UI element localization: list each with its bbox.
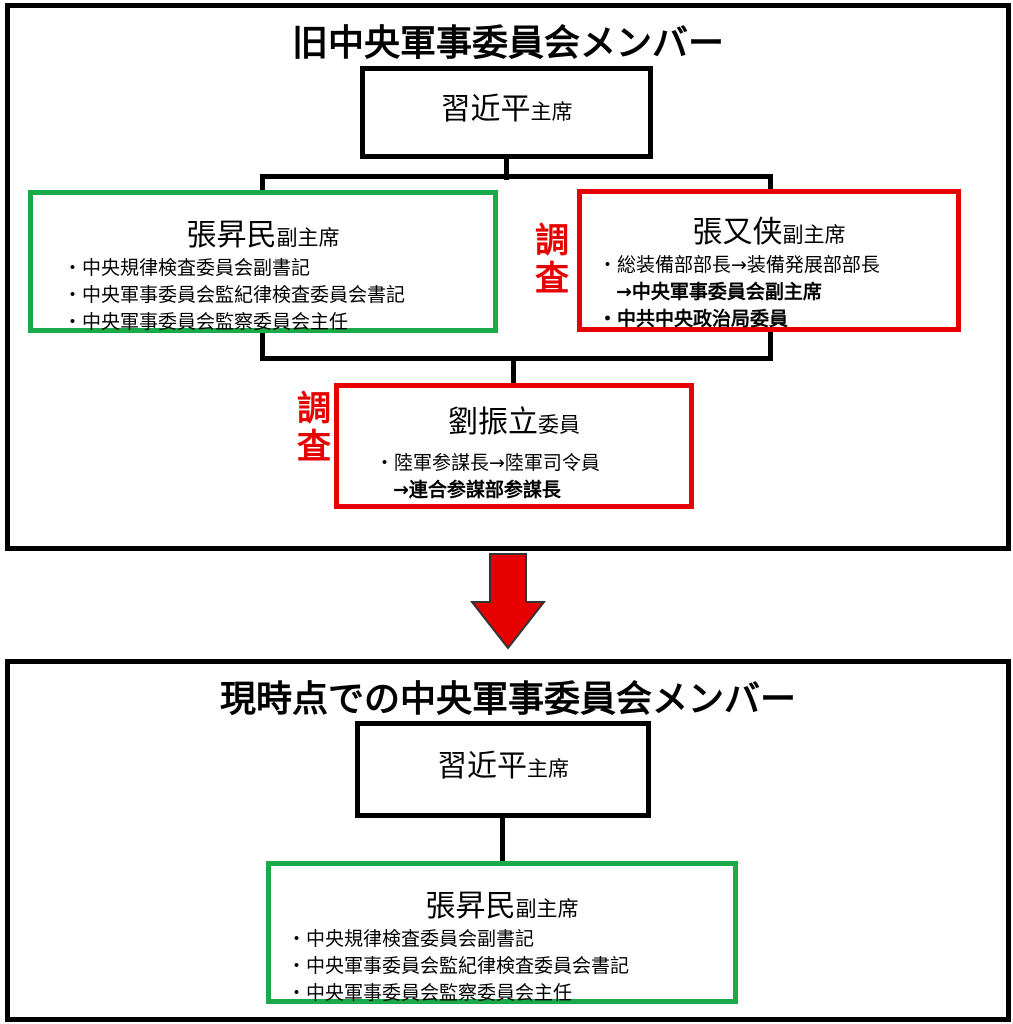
chairman-name: 習近平 xyxy=(437,749,527,784)
old-chairman-box: 習近平主席 xyxy=(360,66,653,159)
current-committee-frame xyxy=(5,659,1011,1022)
chairman-role: 主席 xyxy=(527,757,569,781)
chairman-role: 主席 xyxy=(530,100,573,124)
connector xyxy=(260,331,265,361)
vice1-item: ・中央軍事委員会監紀律検査委員会書記 xyxy=(63,284,406,306)
connector xyxy=(260,174,265,192)
current-committee-title: 現時点での中央軍事委員会メンバー xyxy=(219,679,796,720)
connector xyxy=(500,817,505,863)
connector xyxy=(260,356,773,361)
current-vice-chairman-box: 張昇民副主席 ・中央規律検査委員会副書記 ・中央軍事委員会監紀律検査委員会書記 … xyxy=(266,861,738,1004)
old-committee-title: 旧中央軍事委員会メンバー xyxy=(291,23,724,64)
vice1-name: 張昇民 xyxy=(425,889,516,924)
member-item: ・陸軍参謀長→陸軍司令員 xyxy=(375,452,600,474)
vice1-name: 張昇民 xyxy=(186,218,277,253)
investigation-label: 調査 xyxy=(535,221,569,299)
connector xyxy=(768,174,773,192)
vice2-item: ・中共中央政治局委員 xyxy=(598,308,789,330)
vice1-item: ・中央規律検査委員会副書記 xyxy=(287,928,535,950)
vice2-role: 副主席 xyxy=(782,223,846,247)
member-item: →連合参謀部参謀長 xyxy=(393,479,561,501)
old-member-box: 劉振立委員 ・陸軍参謀長→陸軍司令員 →連合参謀部参謀長 xyxy=(334,383,694,509)
investigation-label: 調査 xyxy=(297,389,331,467)
member-name: 劉振立 xyxy=(448,405,538,440)
vice2-item: →中央軍事委員会副主席 xyxy=(616,281,822,303)
member-role: 委員 xyxy=(538,413,580,437)
connector xyxy=(511,356,516,386)
vice2-item: ・総装備部部長→装備発展部部長 xyxy=(598,254,880,276)
vice1-item: ・中央軍事委員会監察委員会主任 xyxy=(63,311,349,333)
vice1-item: ・中央規律検査委員会副書記 xyxy=(63,257,311,279)
current-chairman-box: 習近平主席 xyxy=(355,721,651,818)
vice1-item: ・中央軍事委員会監紀律検査委員会書記 xyxy=(287,955,630,977)
down-arrow-icon xyxy=(469,553,547,650)
vice2-name: 張又侠 xyxy=(692,215,783,250)
connector xyxy=(504,158,509,180)
vice1-role: 副主席 xyxy=(515,897,579,921)
connector xyxy=(768,331,773,361)
connector xyxy=(260,174,773,179)
old-vice-chairman-2-box: 張又侠副主席 ・総装備部部長→装備発展部部長 →中央軍事委員会副主席 ・中共中央… xyxy=(577,189,961,332)
vice1-item: ・中央軍事委員会監察委員会主任 xyxy=(287,982,573,1004)
old-vice-chairman-1-box: 張昇民副主席 ・中央規律検査委員会副書記 ・中央軍事委員会監紀律検査委員会書記 … xyxy=(28,190,498,333)
old-committee-frame xyxy=(5,3,1011,551)
vice1-role: 副主席 xyxy=(276,226,340,250)
chairman-name: 習近平 xyxy=(440,92,531,127)
